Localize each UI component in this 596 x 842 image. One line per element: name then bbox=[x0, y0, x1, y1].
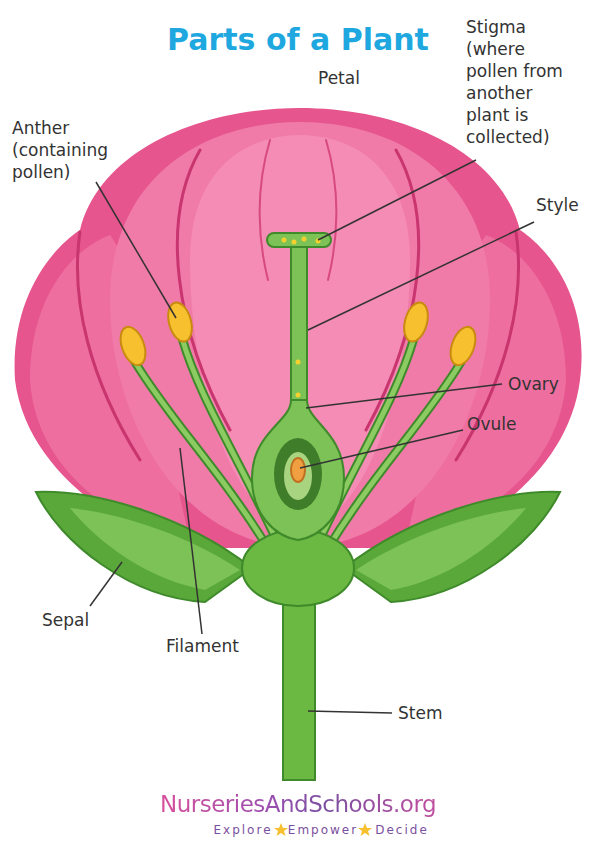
pollen-grain bbox=[296, 393, 301, 398]
pollen-grain bbox=[282, 238, 287, 243]
stigma bbox=[267, 233, 331, 247]
ovary bbox=[252, 400, 344, 540]
tagline-word: Empower bbox=[288, 822, 358, 838]
anther bbox=[446, 323, 480, 368]
tagline-word: Explore bbox=[213, 822, 272, 838]
ovary-inner bbox=[284, 452, 312, 500]
inner-petal bbox=[110, 122, 490, 548]
sepal bbox=[344, 492, 560, 602]
sepal-highlight bbox=[70, 508, 240, 590]
part-label: Style bbox=[536, 194, 596, 216]
part-label: Ovary bbox=[508, 373, 588, 395]
leader-line bbox=[96, 182, 176, 318]
leader-line bbox=[308, 711, 392, 713]
part-label: Petal bbox=[318, 67, 398, 89]
style bbox=[291, 240, 307, 408]
ovary-chamber bbox=[274, 438, 322, 510]
filament bbox=[328, 362, 461, 548]
star-symbol bbox=[358, 823, 372, 836]
part-label: Stigma (where pollen from another plant … bbox=[466, 16, 580, 148]
part-label: Anther (containing pollen) bbox=[12, 117, 134, 183]
stem bbox=[283, 590, 315, 780]
ovule bbox=[291, 458, 305, 482]
sepal-highlight bbox=[356, 508, 526, 590]
anther bbox=[116, 323, 150, 368]
pollen-grain bbox=[296, 360, 301, 365]
part-label: Ovule bbox=[467, 413, 547, 435]
leader-line bbox=[306, 384, 502, 408]
petal-fold bbox=[260, 140, 270, 280]
pollen-grain bbox=[292, 240, 297, 245]
star-symbol bbox=[274, 823, 288, 836]
leader-lines bbox=[90, 160, 534, 713]
website-name: NurseriesAndSchools.org bbox=[160, 789, 436, 819]
sepal bbox=[36, 492, 252, 602]
leader-line bbox=[308, 222, 534, 330]
tagline-word: Decide bbox=[375, 822, 429, 838]
part-label: Stem bbox=[398, 702, 478, 724]
leader-line bbox=[90, 562, 122, 606]
anther bbox=[400, 300, 432, 344]
receptacle bbox=[242, 530, 354, 606]
leader-line bbox=[300, 430, 463, 468]
part-label: Sepal bbox=[42, 609, 122, 631]
petal-fold bbox=[326, 140, 336, 280]
part-label: Filament bbox=[166, 635, 266, 657]
outer-petal bbox=[15, 108, 582, 548]
leader-line bbox=[318, 160, 476, 240]
filament bbox=[328, 362, 461, 548]
leader-line bbox=[180, 448, 202, 634]
pollen-grain bbox=[302, 237, 307, 242]
